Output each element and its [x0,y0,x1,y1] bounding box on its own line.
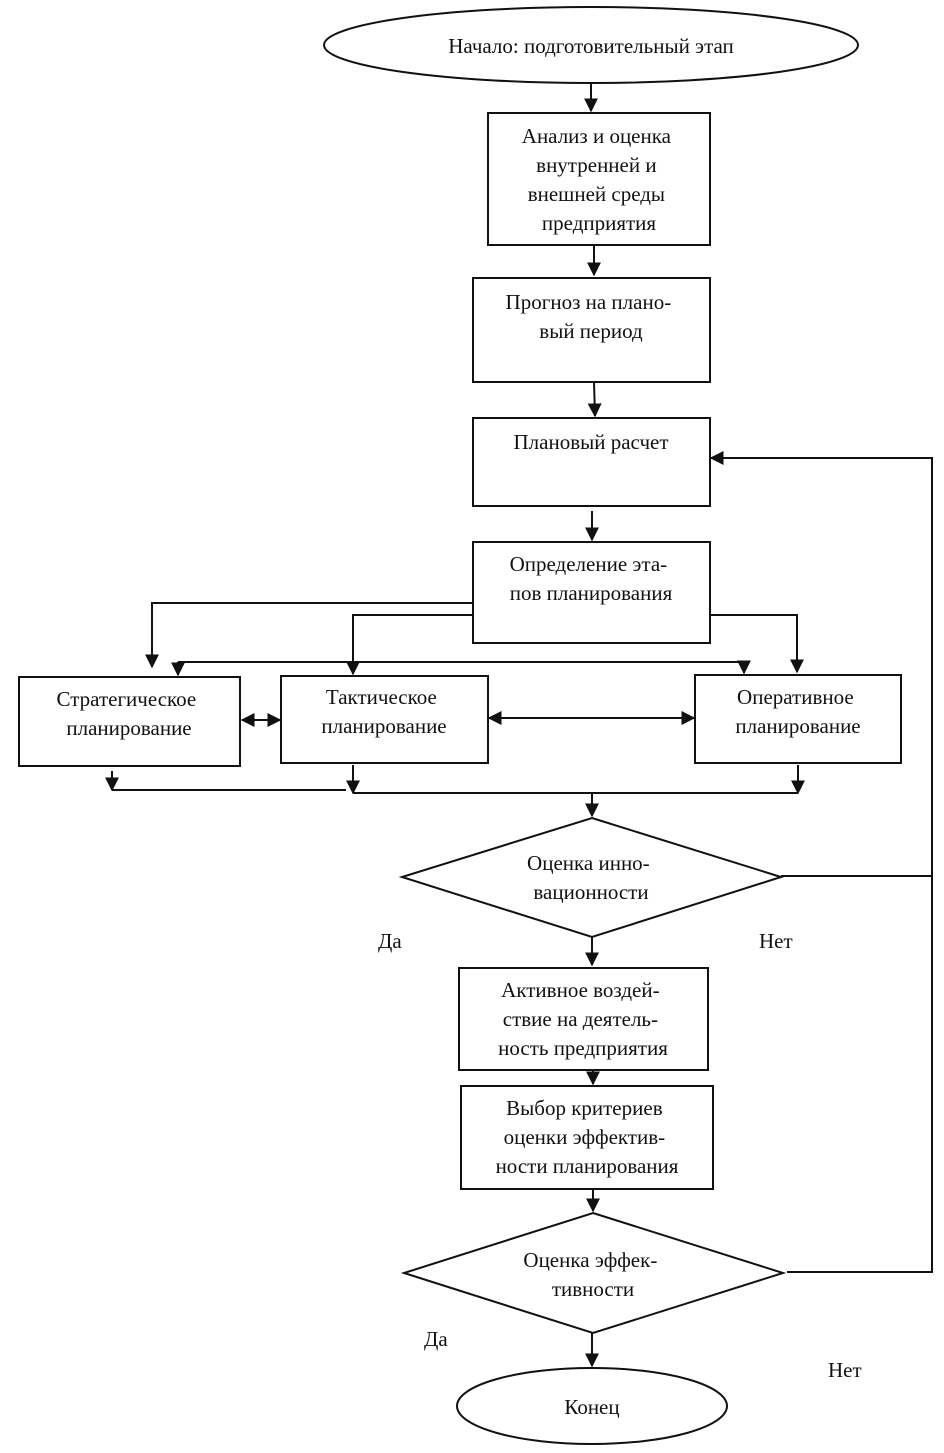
forecast-box [472,277,711,383]
node-efficiency-check: Оценка эффек- тивности [400,1211,787,1335]
criteria-line-3: ности планирования [496,1154,679,1178]
active-impact-line-3: ность предприятия [498,1036,668,1060]
efficiency-line-1: Оценка эффек- [523,1248,657,1272]
stages-box [472,541,711,644]
active-impact-label: Активное воздей- ствие на деятель- ность… [498,978,668,1060]
efficiency-label: Оценка эффек- тивности [523,1248,662,1301]
operational-label: Оперативное планирование [735,685,860,738]
forecast-label: Прогноз на плано- вый период [506,290,677,343]
node-analysis: Анализ и оценка внутренней и внешней сре… [487,112,711,246]
tactical-label: Тактическое планирование [321,685,446,738]
operational-line-1: Оперативное [737,685,854,709]
line-stages-to-strategic [145,602,473,669]
line-feedback-innovation [709,451,933,877]
active-impact-line-1: Активное воздей- [501,978,659,1002]
label-no-efficiency: Нет [828,1358,862,1382]
start-label: Начало: подготовительный этап [448,34,734,58]
efficiency-line-2: тивности [552,1277,634,1301]
strategic-box [18,676,241,767]
analysis-line-2: внутренней и [536,153,656,177]
end-terminal [456,1367,728,1445]
active-impact-line-2: ствие на деятель- [503,1007,658,1031]
stages-line-2: пов планирования [510,581,673,605]
efficiency-decision [400,1211,787,1335]
node-strategic: Стратегическое планирование [18,676,241,767]
operational-line-2: планирование [735,714,860,738]
forecast-line-1: Прогноз на плано- [506,290,672,314]
tactical-line-1: Тактическое [326,685,437,709]
label-yes-innovation: Да [378,929,402,953]
node-criteria: Выбор критериев оценки эффектив- ности п… [460,1085,714,1190]
strategic-label: Стратегическое планирование [57,687,202,740]
node-operational: Оперативное планирование [694,674,902,764]
line-stages-to-operational [710,614,804,674]
arrow-forecast-to-calculation [587,381,602,418]
innovation-decision [398,816,785,939]
node-tactical: Тактическое планирование [280,675,489,764]
criteria-line-1: Выбор критериев [506,1096,663,1120]
tactical-line-2: планирование [321,714,446,738]
operational-box [694,674,902,764]
innovation-line-1: Оценка инно- [527,851,650,875]
active-impact-box [458,967,709,1071]
node-calculation: Плановый расчет [472,417,711,507]
connectors [105,84,933,1368]
label-no-innovation: Нет [759,929,793,953]
analysis-line-1: Анализ и оценка [522,124,672,148]
strategic-line-2: планирование [66,716,191,740]
calculation-line-1: Плановый расчет [514,430,669,454]
start-terminal [323,6,859,84]
line-feedback-efficiency [787,876,933,1273]
criteria-line-2: оценки эффектив- [504,1125,666,1149]
node-forecast: Прогноз на плано- вый период [472,277,711,383]
calculation-box [472,417,711,507]
analysis-line-3: внешней среды [528,182,665,206]
end-label: Конец [564,1395,619,1419]
analysis-line-4: предприятия [542,211,657,235]
stages-line-1: Определение эта- [510,552,668,576]
node-start: Начало: подготовительный этап [323,6,859,84]
node-end: Конец [456,1367,728,1445]
strategic-line-1: Стратегическое [57,687,197,711]
stages-label: Определение эта- пов планирования [510,552,673,605]
criteria-box [460,1085,714,1190]
node-stages: Определение эта- пов планирования [472,541,711,644]
innovation-label: Оценка инно- вационности [527,851,655,904]
tactical-box [280,675,489,764]
innovation-line-2: вационности [533,880,648,904]
line-stages-to-tactical [346,614,473,676]
analysis-label: Анализ и оценка внутренней и внешней сре… [522,124,676,235]
label-yes-efficiency: Да [424,1327,448,1351]
calculation-label: Плановый расчет [514,430,669,454]
criteria-label: Выбор критериев оценки эффектив- ности п… [496,1096,679,1178]
forecast-line-2: вый период [539,319,643,343]
node-active-impact: Активное воздей- ствие на деятель- ность… [458,967,709,1071]
analysis-box [487,112,711,246]
node-innovation-check: Оценка инно- вационности [398,816,785,939]
